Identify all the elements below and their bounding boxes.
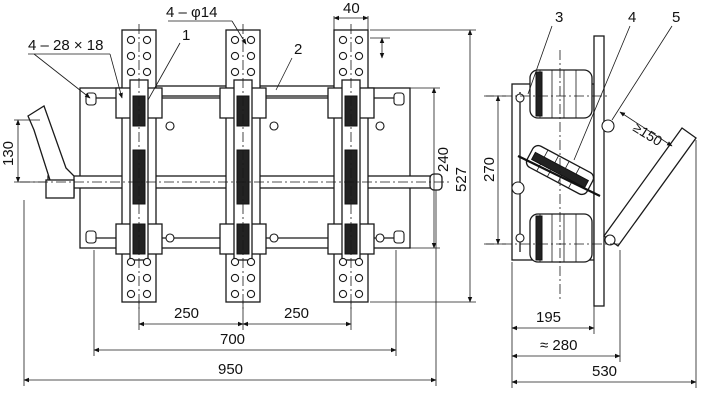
terminal-bolt-hole <box>338 67 348 77</box>
terminal-bolt-hole <box>338 35 348 45</box>
dim-280-label: ≈ 280 <box>540 337 577 354</box>
terminal-bolt-hole <box>338 257 348 267</box>
dim-150-label: ≥150 <box>630 119 665 149</box>
terminal-bolt-hole <box>142 289 152 299</box>
part-1-label: 1 <box>182 27 190 44</box>
terminal-bolt-hole <box>142 257 152 267</box>
terminal-bolt-hole <box>354 67 364 77</box>
dim-270-label: 270 <box>481 157 498 182</box>
holes-phi14-label: 4 – φ14 <box>166 4 217 21</box>
terminal-bolt-hole <box>142 273 152 283</box>
terminal-bolt-hole <box>354 273 364 283</box>
terminal-bolt-hole <box>230 257 240 267</box>
part-4-label: 4 <box>628 9 636 26</box>
terminal-bolt-hole <box>230 67 240 77</box>
terminal-bolt-hole <box>230 35 240 45</box>
dim-195-label: 195 <box>536 309 561 326</box>
terminal-bolt-hole <box>338 51 348 61</box>
terminal-bolt-hole <box>126 35 136 45</box>
terminal-bolt-hole <box>230 273 240 283</box>
terminal-bolt-hole <box>142 67 152 77</box>
blade-open <box>603 127 697 247</box>
terminal-bolt-hole <box>246 257 256 267</box>
side-view <box>484 35 697 307</box>
side-terminal-plate <box>593 35 605 307</box>
insulator-top <box>529 69 593 119</box>
dim-700-label: 700 <box>220 331 245 348</box>
terminal-bolt-hole <box>246 51 256 61</box>
part-2-label: 2 <box>294 41 302 58</box>
front-dimensions: 40 4 – φ14 4 – 28 × 18 1 2 130 240 <box>0 0 476 386</box>
terminal-bolt-hole <box>126 273 136 283</box>
dim-250-left-label: 250 <box>174 305 199 322</box>
terminal-bolt-hole <box>354 51 364 61</box>
terminal-holes <box>126 35 364 299</box>
terminal-bolt-hole <box>338 289 348 299</box>
front-view <box>20 24 450 310</box>
terminal-bolt-hole <box>230 289 240 299</box>
dim-250-right-label: 250 <box>284 305 309 322</box>
insulator-bottom <box>529 213 593 263</box>
dim-240-label: 240 <box>435 147 452 172</box>
mount-slot <box>393 92 405 106</box>
dim-40-label: 40 <box>343 0 360 17</box>
side-dimensions: 3 4 5 ≥150 270 195 ≈ 280 530 <box>481 9 697 388</box>
terminal-bolt-hole <box>126 289 136 299</box>
terminal-bolt-hole <box>142 35 152 45</box>
terminal-bolt-hole <box>246 35 256 45</box>
part-3-label: 3 <box>555 9 563 26</box>
insulator-diagonal <box>525 144 595 196</box>
mount-slot <box>85 230 97 244</box>
terminal-bolt-hole <box>354 289 364 299</box>
terminal-bolt-hole <box>246 67 256 77</box>
holes-slots-label: 4 – 28 × 18 <box>28 37 103 54</box>
terminal-bolt-hole <box>338 273 348 283</box>
terminal-bolt-hole <box>142 51 152 61</box>
part-5-label: 5 <box>672 9 680 26</box>
mount-slot <box>393 230 405 244</box>
dim-530-label: 530 <box>592 363 617 380</box>
terminal-bolt-hole <box>230 51 240 61</box>
dim-950-label: 950 <box>218 361 243 378</box>
dim-130-label: 130 <box>0 141 17 166</box>
mount-slot <box>85 92 97 106</box>
dim-527-label: 527 <box>453 167 470 192</box>
terminal-bolt-hole <box>126 51 136 61</box>
terminal-bolt-hole <box>354 257 364 267</box>
terminal-bolt-hole <box>126 257 136 267</box>
terminal-bolt-hole <box>246 273 256 283</box>
terminal-bolt-hole <box>126 67 136 77</box>
terminal-bolt-hole <box>246 289 256 299</box>
terminal-bolt-hole <box>354 35 364 45</box>
